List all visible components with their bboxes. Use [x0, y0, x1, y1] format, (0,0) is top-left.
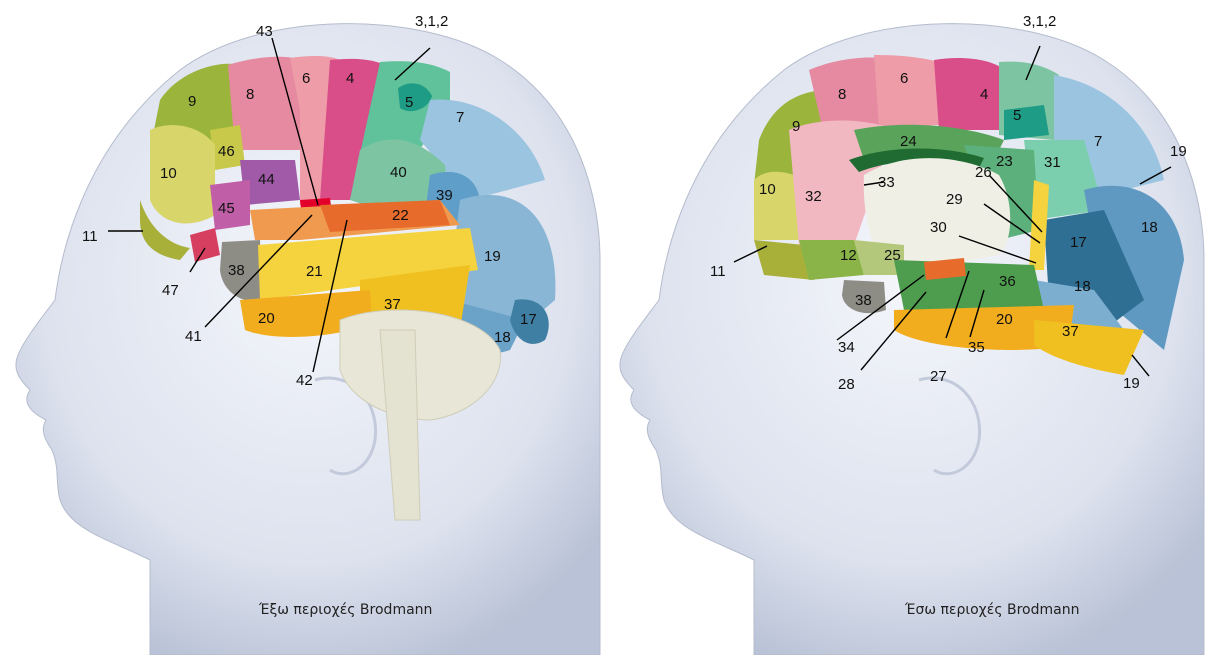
label-43: 43: [256, 23, 273, 40]
label-9: 9: [188, 93, 196, 110]
label-8: 8: [838, 86, 846, 103]
label-11: 11: [710, 263, 726, 280]
label-40: 40: [390, 164, 407, 181]
label-44: 44: [258, 171, 275, 188]
lateral-diagram: 3,1,2 43 6 4 8 9 5 7 46 10 44 40 45 39 2…: [0, 0, 603, 655]
label-32: 32: [805, 188, 822, 205]
label-10: 10: [160, 165, 177, 182]
label-29: 29: [946, 191, 963, 208]
label-36: 36: [999, 273, 1016, 290]
label-30: 30: [930, 219, 947, 236]
label-19-top: 19: [1170, 143, 1187, 160]
label-7: 7: [1094, 133, 1102, 150]
label-22: 22: [392, 207, 409, 224]
label-11: 11: [82, 228, 98, 245]
label-6: 6: [900, 70, 908, 87]
medial-diagram: 3,1,2 6 8 4 5 9 7 19 24 23 31 26 33 10 3…: [604, 0, 1207, 655]
label-34: 34: [838, 339, 855, 356]
label-18b: 18: [1074, 278, 1091, 295]
region-6: [874, 55, 939, 128]
label-312: 3,1,2: [1023, 13, 1056, 30]
label-5: 5: [1013, 107, 1021, 124]
label-31: 31: [1044, 154, 1061, 171]
region-4: [934, 58, 1004, 130]
label-33: 33: [878, 174, 895, 191]
label-35: 35: [968, 339, 985, 356]
label-37: 37: [1062, 323, 1079, 340]
label-24: 24: [900, 133, 917, 150]
label-7: 7: [456, 109, 464, 126]
label-39: 39: [436, 187, 453, 204]
label-12: 12: [840, 247, 857, 264]
label-19-bottom: 19: [1123, 375, 1140, 392]
label-20: 20: [258, 310, 275, 327]
label-27: 27: [930, 368, 947, 385]
medial-view-panel: 3,1,2 6 8 4 5 9 7 19 24 23 31 26 33 10 3…: [604, 0, 1207, 655]
label-38: 38: [228, 262, 245, 279]
label-23: 23: [996, 153, 1013, 170]
label-42: 42: [296, 372, 313, 389]
label-37: 37: [384, 296, 401, 313]
label-20: 20: [996, 311, 1013, 328]
region-5: [1004, 105, 1049, 140]
label-19: 19: [484, 248, 501, 265]
label-18: 18: [494, 329, 511, 346]
label-4: 4: [980, 86, 988, 103]
label-17: 17: [520, 311, 537, 328]
label-41: 41: [185, 328, 202, 345]
label-38: 38: [855, 292, 872, 309]
label-28: 28: [838, 376, 855, 393]
label-6: 6: [302, 70, 310, 87]
label-45: 45: [218, 200, 235, 217]
label-5: 5: [405, 94, 413, 111]
label-17: 17: [1070, 234, 1087, 251]
lateral-view-panel: 3,1,2 43 6 4 8 9 5 7 46 10 44 40 45 39 2…: [0, 0, 603, 655]
caption-right: Έσω περιοχές Brodmann: [904, 602, 1079, 618]
label-8: 8: [246, 86, 254, 103]
label-18: 18: [1141, 219, 1158, 236]
label-312: 3,1,2: [415, 13, 448, 30]
caption-left: Έξω περιοχές Brodmann: [258, 602, 432, 618]
label-4: 4: [346, 70, 354, 87]
label-47: 47: [162, 282, 179, 299]
label-26: 26: [975, 164, 992, 181]
label-25: 25: [884, 247, 901, 264]
label-10: 10: [759, 181, 776, 198]
label-21: 21: [306, 263, 323, 280]
label-9: 9: [792, 118, 800, 135]
label-46: 46: [218, 143, 235, 160]
